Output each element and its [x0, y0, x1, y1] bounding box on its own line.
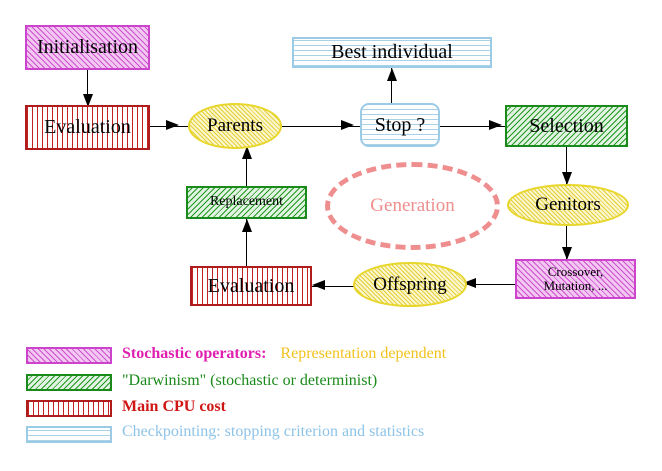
node-genitors-label: Genitors: [535, 194, 601, 216]
legend-segment-stochastic: Stochastic operators:: [122, 345, 267, 362]
edge-crossover-to-offspring: [466, 284, 515, 285]
arrowhead-crossover-to-offspring: [463, 278, 476, 288]
node-offspring[interactable]: Offspring: [353, 262, 467, 307]
arrowhead-offspring-to-evaluation: [312, 280, 325, 290]
arrowhead-evaluation-to-replacement: [242, 219, 252, 232]
arrowhead-evaluation-to-parents: [166, 120, 179, 130]
arrowhead-stop-to-best-individual: [387, 68, 397, 81]
arrowhead-stop-to-selection: [489, 120, 502, 130]
node-crossover-mutation-label: Crossover, Mutation, ...: [543, 264, 608, 293]
node-selection[interactable]: Selection: [505, 105, 628, 147]
node-parents-label: Parents: [207, 115, 263, 137]
legend-swatch-stochastic-operators: [26, 347, 112, 364]
edge-evaluation-to-replacement: [246, 219, 247, 266]
arrowhead-parents-to-stop: [341, 120, 354, 130]
edge-stop-to-best-individual: [391, 68, 392, 104]
arrowhead-initialisation-to-evaluation: [83, 94, 93, 107]
node-stop[interactable]: Stop ?: [360, 103, 440, 147]
node-evaluation-top-label: Evaluation: [44, 116, 131, 138]
legend-segment-main-cpu-cost: Main CPU cost: [122, 398, 226, 415]
node-best-individual[interactable]: Best individual: [292, 37, 492, 68]
legend-segment-representation: Representation dependent: [280, 345, 447, 362]
legend-label-checkpointing: Checkpointing: stopping criterion and st…: [122, 423, 424, 441]
node-initialisation[interactable]: Initialisation: [25, 25, 150, 70]
legend-label-main-cpu-cost: Main CPU cost: [122, 398, 226, 416]
edge-stop-to-selection: [440, 126, 505, 127]
legend-swatch-darwinism: [26, 374, 112, 391]
legend-swatch-main-cpu-cost: [26, 400, 112, 417]
arrowhead-genitors-to-crossover: [562, 247, 572, 260]
edge-initialisation-to-evaluation: [87, 70, 88, 103]
edge-selection-to-genitors: [566, 147, 567, 185]
node-parents[interactable]: Parents: [188, 103, 282, 149]
node-stop-label: Stop ?: [374, 113, 426, 136]
legend-segment-checkpointing: Checkpointing: stopping criterion and st…: [122, 423, 425, 440]
node-selection-label: Selection: [529, 114, 604, 137]
node-best-individual-label: Best individual: [331, 41, 453, 63]
node-evaluation-bottom[interactable]: Evaluation: [190, 266, 312, 306]
edge-replacement-to-parents: [246, 146, 247, 186]
node-evaluation-top[interactable]: Evaluation: [25, 105, 150, 150]
legend-segment-darwinism: "Darwinism" (stochastic or determinist): [122, 372, 378, 389]
edge-parents-to-stop: [282, 126, 360, 127]
node-evaluation-bottom-label: Evaluation: [207, 274, 295, 297]
node-initialisation-label: Initialisation: [36, 36, 139, 58]
node-crossover-mutation[interactable]: Crossover, Mutation, ...: [515, 259, 636, 299]
arrowhead-replacement-to-parents: [242, 146, 252, 159]
arrowhead-selection-to-genitors: [562, 172, 572, 185]
legend-label-stochastic-operators: Stochastic operators: Representation depe…: [122, 345, 446, 363]
node-generation-label: Generation: [370, 195, 455, 217]
node-replacement-label: Replacement: [209, 194, 284, 210]
legend-swatch-checkpointing: [26, 426, 112, 443]
legend-label-darwinism: "Darwinism" (stochastic or determinist): [122, 372, 377, 390]
node-offspring-label: Offspring: [373, 273, 447, 295]
node-replacement[interactable]: Replacement: [186, 186, 307, 219]
node-generation-group: Generation: [325, 162, 500, 250]
node-genitors[interactable]: Genitors: [507, 184, 629, 226]
edge-offspring-to-evaluation: [312, 286, 357, 287]
edge-genitors-to-crossover: [566, 226, 567, 260]
